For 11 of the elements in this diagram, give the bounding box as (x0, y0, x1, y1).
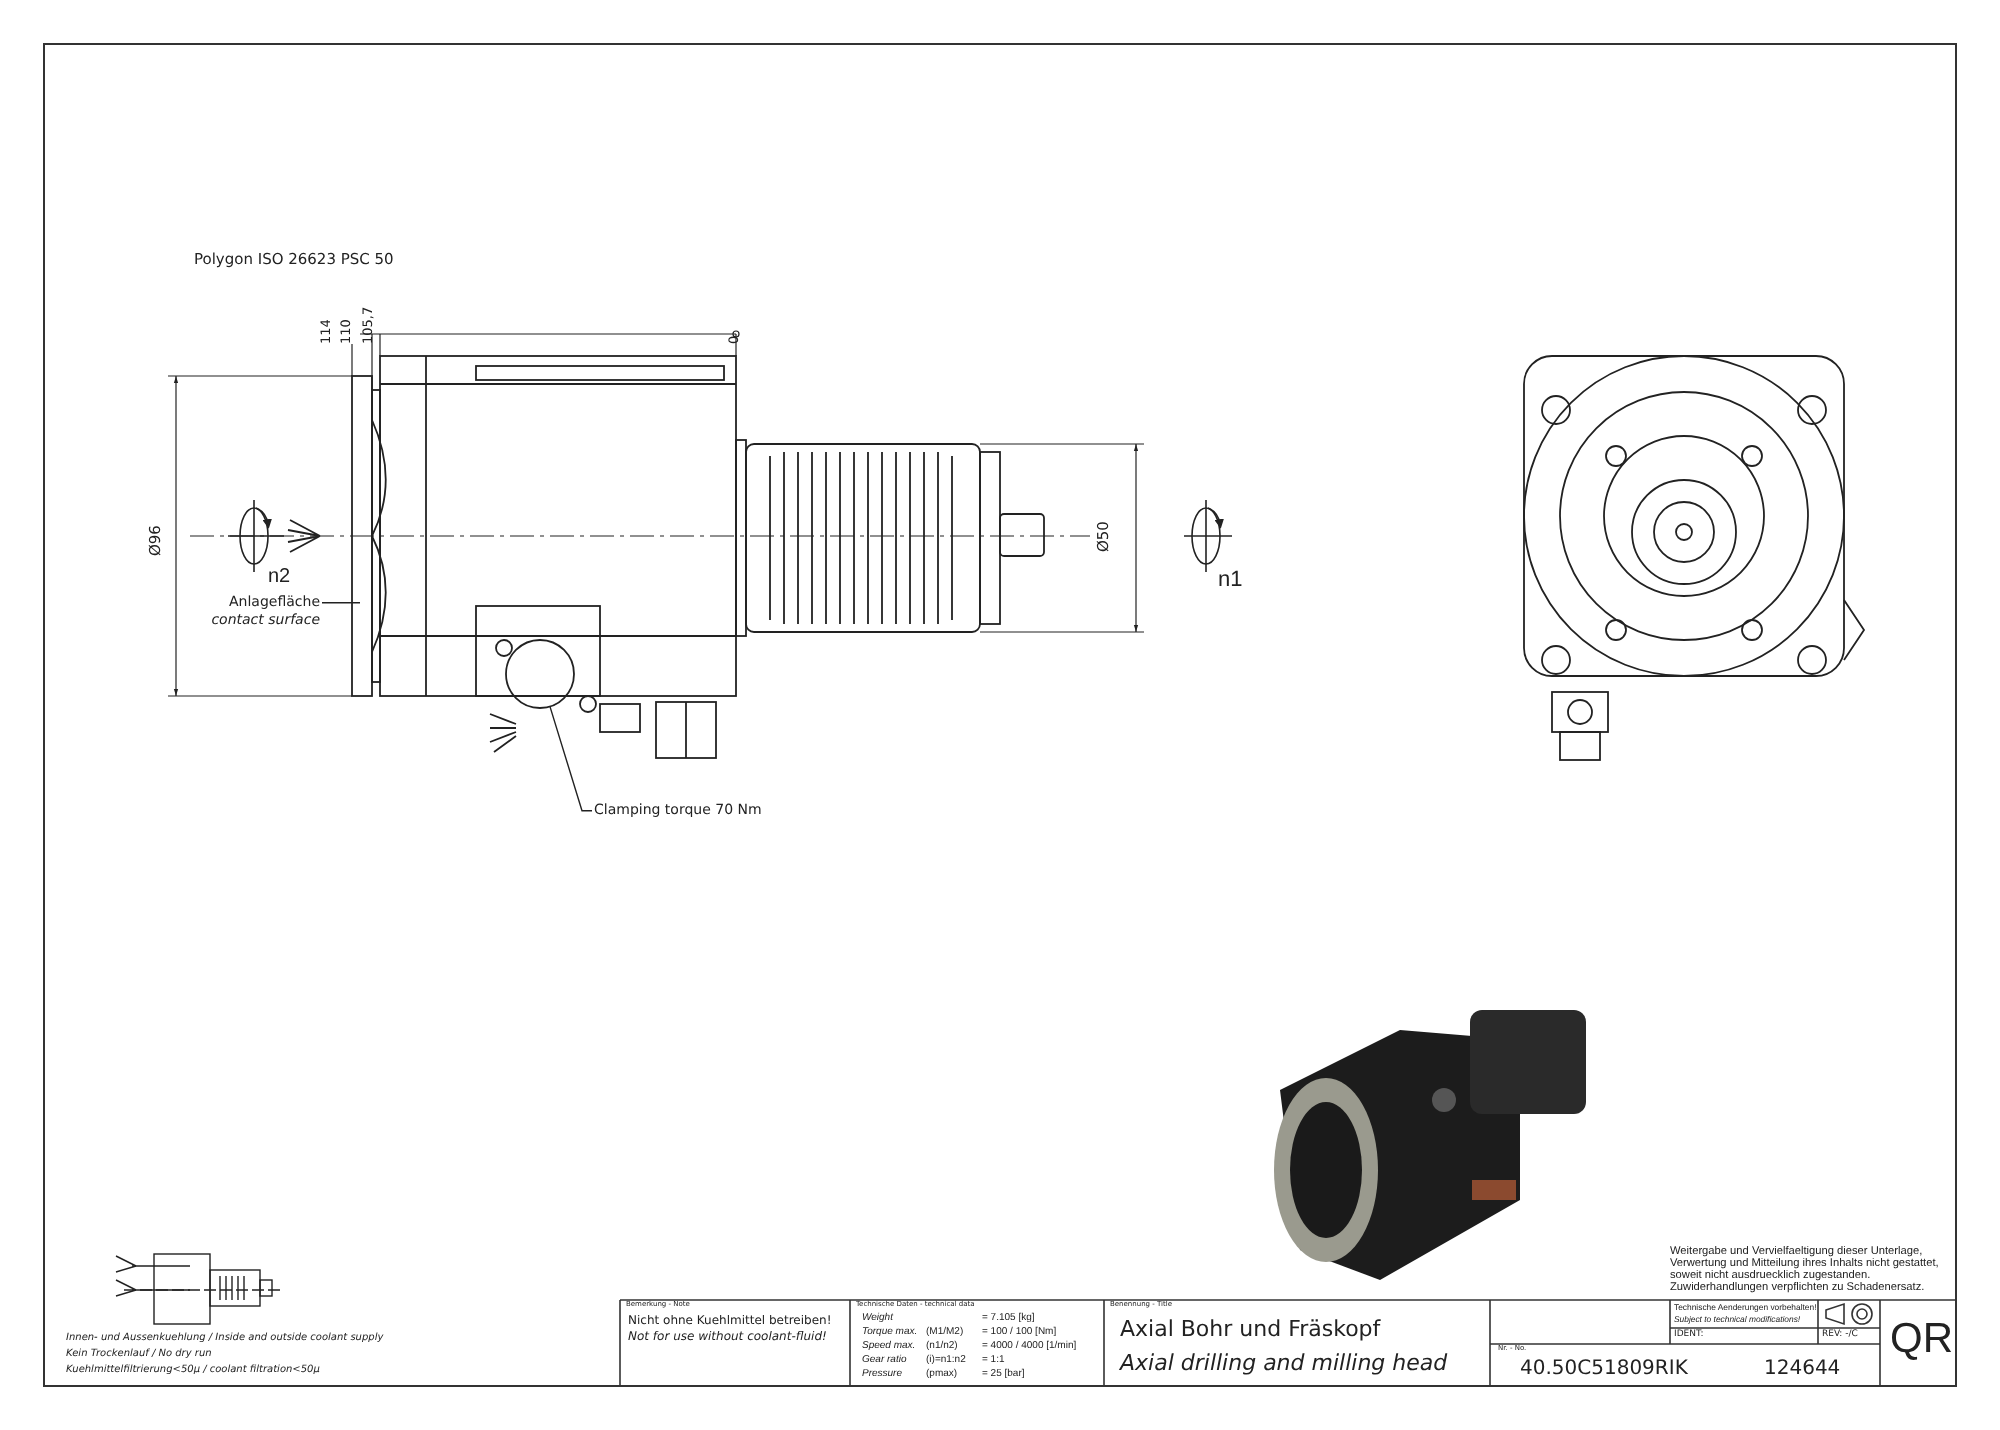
title-text: QR (1890, 1316, 1953, 1363)
speed-label: n2 (268, 566, 291, 588)
part-number: 40.50C51809RIK (1520, 1358, 1688, 1380)
drawing-number: 124644 (1764, 1358, 1841, 1380)
contact-surface (351, 375, 373, 697)
title-text: Axial Bohr und Fräskopf (1120, 1318, 1381, 1343)
speed-label: n1 (1218, 568, 1243, 593)
clamping-screw (505, 639, 575, 709)
leader-line (549, 705, 593, 812)
title-text: Axial drilling and milling head (1120, 1352, 1448, 1377)
leader-line (321, 602, 361, 604)
